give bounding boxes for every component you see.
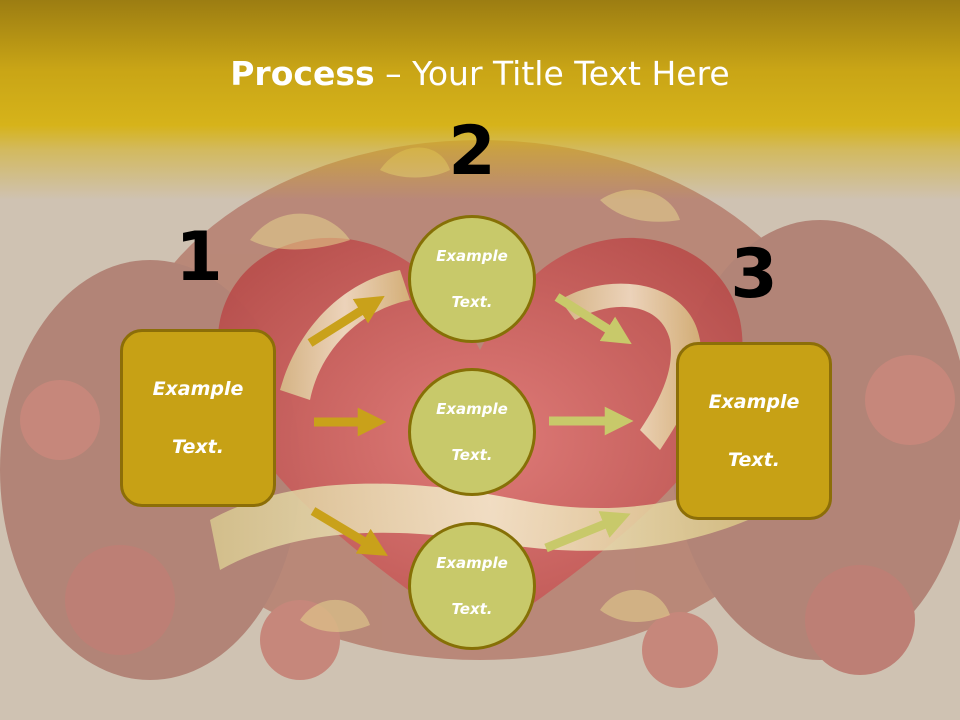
- step-number-1: 1: [175, 218, 223, 297]
- arrow-top-to-right: [554, 293, 632, 345]
- title-bold: Process: [230, 54, 375, 93]
- arrow-box-to-top: [307, 295, 385, 347]
- circle-bottom-line1: Example: [436, 553, 508, 572]
- left-box-line1: Example: [152, 377, 244, 400]
- circle-middle-line1: Example: [436, 399, 508, 418]
- header-band: [0, 0, 960, 200]
- circle-top-line2: Text.: [451, 292, 493, 311]
- circle-top-line1: Example: [436, 246, 508, 265]
- arrow-box-to-bottom: [310, 507, 388, 556]
- step-number-3: 3: [730, 235, 778, 314]
- right-box-line2: Text.: [728, 448, 780, 471]
- left-box-line2: Text.: [172, 435, 224, 458]
- arrow-bottom-to-right: [544, 511, 631, 553]
- step-number-2: 2: [448, 112, 496, 191]
- circle-bottom-line2: Text.: [451, 599, 493, 618]
- circle-middle-line2: Text.: [451, 445, 493, 464]
- right-box-line1: Example: [708, 390, 800, 413]
- page-title: Process – Your Title Text Here: [0, 52, 960, 96]
- title-rest: – Your Title Text Here: [374, 54, 730, 93]
